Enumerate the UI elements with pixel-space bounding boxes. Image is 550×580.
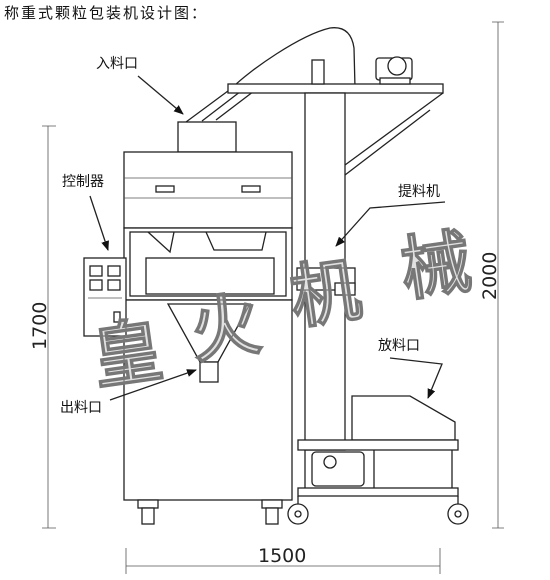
base-frame-bottom [297,487,459,497]
elevator-hopper [351,395,456,441]
elevator-assembly [185,27,469,525]
inlet-box [177,121,237,153]
watermark-char-2: 火 [185,282,266,374]
feed-trough-right [205,231,267,251]
label-inlet-group: 入料口 [96,56,184,115]
conveyor-drive-roller [323,455,337,469]
cabinet-handle-right [241,185,261,193]
foot-right [261,499,283,525]
controller-key-left [89,279,103,291]
dim-ticks-2000 [492,21,504,529]
label-elevator: 提料机 [398,184,440,200]
conveyor-drive [311,451,365,487]
upper-cabinet [123,151,293,229]
leader-controller [89,195,109,251]
controller-display-left [89,265,103,277]
controller-display-right [107,265,121,277]
label-controller-group: 控制器 [62,174,109,251]
dim-label-1500: 1500 [258,545,306,567]
column-bracket-clip [334,282,356,296]
dim-ticks-1700 [42,125,56,529]
label-elevator-group: 提料机 [335,184,446,247]
label-outlet-group: 出料口 [60,369,197,416]
leader-inlet [137,75,184,115]
dimension-height-machine: 1700 [29,125,56,529]
feed-trough-left [147,231,175,254]
label-outlet: 出料口 [60,400,102,416]
controller-switch [113,311,121,323]
motor-base [379,77,411,85]
column-head-box [311,59,325,85]
elevator-hood [230,27,356,89]
top-beam [227,83,444,94]
outlet-spout [199,361,219,383]
elevator-brace-lower [344,109,431,176]
label-discharge: 放料口 [378,338,420,354]
dim-ticks-1500 [125,548,441,574]
chute-top-edge [185,87,233,123]
weigh-hopper [145,257,275,295]
cabinet-handle-left [155,185,175,193]
upper-cabinet-panels [124,177,292,199]
dimension-width-total: 1500 [125,545,441,574]
drawing-title: 称重式颗粒包装机设计图： [4,4,208,22]
watermark-char-3: 机 [285,247,366,339]
dim-label-1700: 1700 [29,302,51,350]
label-controller: 控制器 [62,174,104,190]
watermark-char-1: 皇 [87,308,168,400]
leader-outlet [109,369,197,401]
caster-wheel-right [447,496,469,525]
label-inlet: 入料口 [96,56,138,72]
dim-label-2000: 2000 [479,252,501,300]
base-frame-top [297,439,459,451]
weigher-assembly [123,121,293,525]
controller-key-right [107,279,121,291]
foot-left [137,499,159,525]
motor-pulley [387,56,407,76]
controller-box [83,257,127,337]
watermark: 皇 火 机 械 [86,219,476,401]
watermark-char-4: 械 [395,219,476,311]
leader-discharge [389,357,443,399]
label-discharge-group: 放料口 [378,338,443,399]
leader-elevator [335,201,446,247]
elevator-brace-upper [344,92,444,166]
caster-wheel-left [287,496,309,525]
dimension-height-total: 2000 [479,21,504,529]
